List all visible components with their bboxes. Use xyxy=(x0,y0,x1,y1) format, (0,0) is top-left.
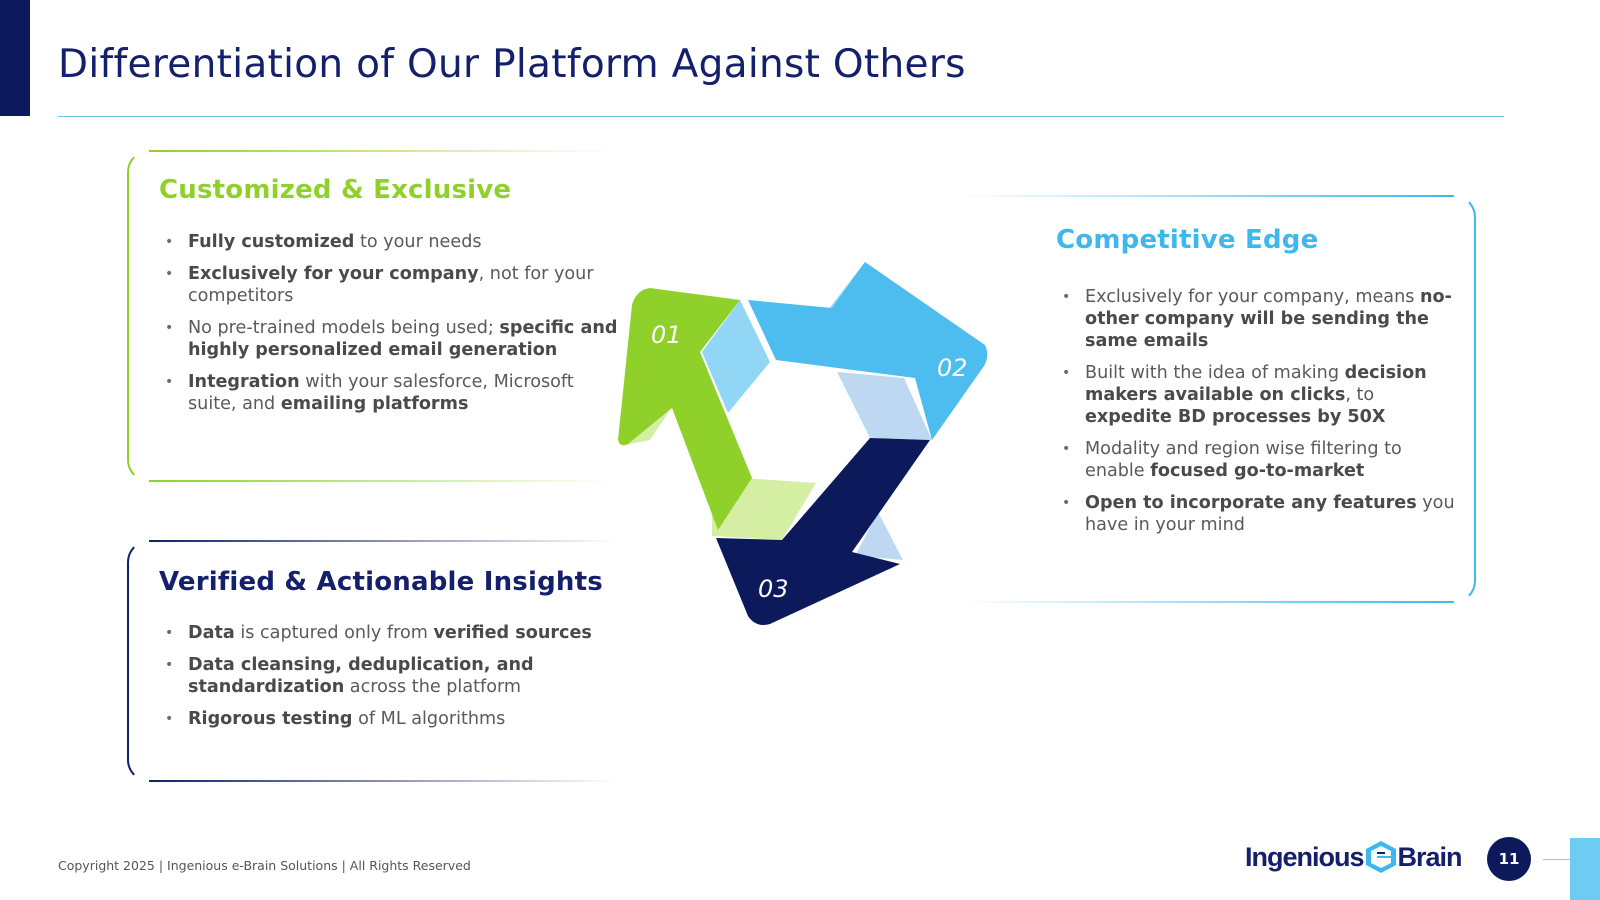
card-border-bottom xyxy=(149,480,617,482)
bullet-text-bold: expedite BD processes by 50X xyxy=(1085,407,1386,427)
bullet-text-bold: no-other company will be sending the sam… xyxy=(1085,287,1452,351)
bullet-text-bold: decision makers available on clicks xyxy=(1085,363,1427,405)
bullet-text-bold: emailing platforms xyxy=(280,394,469,414)
bullet-text: Modality and region wise filtering to en… xyxy=(1085,439,1402,481)
bullet-item: Data is captured only from verified sour… xyxy=(160,622,620,644)
slide-title: Differentiation of Our Platform Against … xyxy=(58,42,966,87)
card-title-customized: Customized & Exclusive xyxy=(159,175,512,205)
bullet-text: , not for your competitors xyxy=(188,264,594,306)
bullet-text-bold: Integration xyxy=(188,372,300,392)
bullet-text: across the platform xyxy=(344,677,522,697)
bullet-item: Data cleansing, deduplication, and stand… xyxy=(160,654,620,698)
cycle-facet-blue-light xyxy=(702,300,770,413)
bullet-item: Integration with your salesforce, Micros… xyxy=(160,371,620,415)
bullet-text-bold: Data cleansing, deduplication, and stand… xyxy=(188,655,534,697)
logo-text-right: Brain xyxy=(1397,841,1463,872)
cycle-facet-navy-tip xyxy=(855,512,903,560)
bullet-text-bold: Fully customized xyxy=(188,232,355,252)
footer-copyright: Copyright 2025 | Ingenious e-Brain Solut… xyxy=(58,858,471,873)
bullet-text: No pre-trained models being used; xyxy=(188,318,500,338)
bullet-text: to your needs xyxy=(354,232,482,252)
bullet-text: , to xyxy=(1345,385,1375,405)
page-number-rule xyxy=(1543,859,1570,860)
bullet-text-bold: focused go-to-market xyxy=(1150,461,1365,481)
cycle-label-03: 03 xyxy=(758,575,789,603)
bullet-text: with your salesforce, Microsoft suite, a… xyxy=(188,372,574,414)
logo-text-left: Ingenious xyxy=(1245,841,1364,872)
bullet-item: Rigorous testing of ML algorithms xyxy=(160,708,620,730)
card-border-top xyxy=(149,540,617,542)
bullet-text: Exclusively for your company, means xyxy=(1085,287,1420,307)
card-border-bottom xyxy=(960,601,1454,603)
cycle-arrow-01 xyxy=(618,288,752,530)
left-accent-bar xyxy=(0,0,30,116)
card-title-verified: Verified & Actionable Insights xyxy=(159,567,603,597)
bullet-text-bold: specific and highly personalized email g… xyxy=(188,318,618,360)
bullet-item: Fully customized to your needs xyxy=(160,231,620,253)
cycle-arrow-03 xyxy=(716,438,930,625)
bullet-text: of ML algorithms xyxy=(352,709,506,729)
bullet-item: No pre-trained models being used; specif… xyxy=(160,317,620,361)
bullet-text-bold: Data xyxy=(188,623,235,643)
bullet-list-customized: Fully customized to your needsExclusivel… xyxy=(160,231,620,425)
card-border-top xyxy=(149,150,617,152)
bullet-item: Open to incorporate any features you hav… xyxy=(1057,492,1457,536)
cycle-label-01: 01 xyxy=(651,321,682,349)
bullet-text-bold: Exclusively for your company xyxy=(188,264,479,284)
card-title-edge: Competitive Edge xyxy=(1056,225,1319,255)
bullet-item: Exclusively for your company, means no-o… xyxy=(1057,286,1457,352)
logo-e-icon xyxy=(1365,841,1396,873)
bullet-text-bold: Rigorous testing xyxy=(188,709,353,729)
cycle-arrow-02 xyxy=(748,262,988,440)
cycle-label-02: 02 xyxy=(937,354,968,382)
bullet-list-edge: Exclusively for your company, means no-o… xyxy=(1057,286,1457,546)
company-logo: Ingenious Brain xyxy=(1245,840,1463,874)
bullet-text: you have in your mind xyxy=(1085,493,1455,535)
card-verified-insights xyxy=(127,540,617,782)
bullet-item: Modality and region wise filtering to en… xyxy=(1057,438,1457,482)
card-border-bottom xyxy=(149,780,617,782)
cycle-facet-navy-light xyxy=(837,372,932,440)
card-customized-exclusive xyxy=(127,150,617,482)
bullet-text: Built with the idea of making xyxy=(1085,363,1345,383)
bullet-text-bold: Open to incorporate any features xyxy=(1085,493,1417,513)
card-competitive-edge xyxy=(960,195,1476,603)
cycle-diagram: 01 02 03 xyxy=(618,262,988,625)
bullet-text: is captured only from xyxy=(234,623,434,643)
card-border-top xyxy=(960,195,1454,197)
corner-accent-block xyxy=(1570,838,1600,900)
bullet-list-verified: Data is captured only from verified sour… xyxy=(160,622,620,740)
bullet-item: Exclusively for your company, not for yo… xyxy=(160,263,620,307)
bullet-item: Built with the idea of making decision m… xyxy=(1057,362,1457,428)
bullet-text-bold: verified sources xyxy=(433,623,592,643)
title-divider xyxy=(58,116,1504,117)
page-number: 11 xyxy=(1487,837,1531,881)
